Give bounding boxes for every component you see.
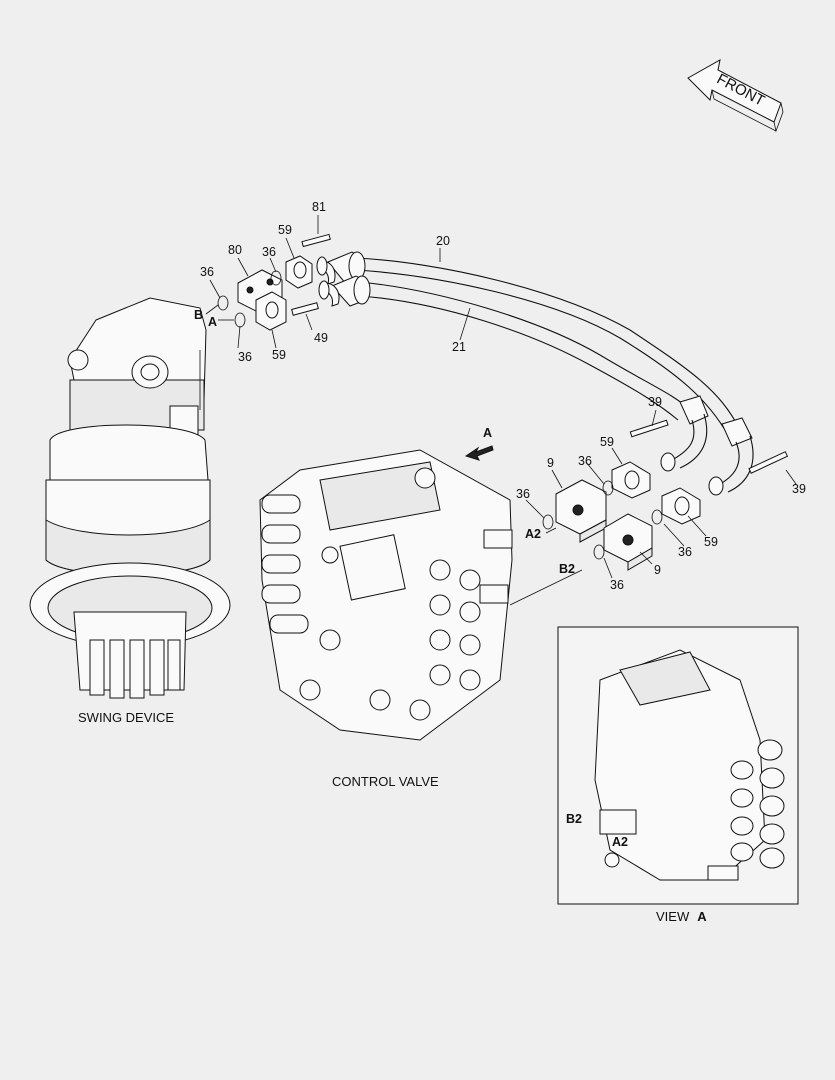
port-b-label: B <box>194 308 203 322</box>
callout-36-lower-top: 36 <box>578 454 592 468</box>
callout-59-upper: 59 <box>278 223 292 237</box>
leader-lines <box>205 215 797 606</box>
control-valve-spools <box>261 494 309 634</box>
port-b2-label: B2 <box>559 562 575 576</box>
callout-21: 21 <box>452 340 466 354</box>
hose-upper-fittings <box>316 251 371 307</box>
inset-a2-label: A2 <box>612 835 628 849</box>
port-a2-label: A2 <box>525 527 541 541</box>
flange-assembly-upper <box>217 233 331 331</box>
callout-49: 49 <box>314 331 328 345</box>
swing-gear-teeth <box>89 639 181 699</box>
control-valve <box>259 449 513 741</box>
view-a-caption: VIEW A <box>656 909 707 924</box>
port-labels: B A A2 B2 A <box>194 308 575 576</box>
callout-36-upper-low: 36 <box>238 350 252 364</box>
callout-59-lower-left: 59 <box>600 435 614 449</box>
view-arrow-label: A <box>483 426 492 440</box>
callout-36-upper-left: 36 <box>200 265 214 279</box>
view-a-caption-prefix: VIEW <box>656 909 690 924</box>
swing-device-caption: SWING DEVICE <box>78 710 174 725</box>
front-arrow-icon: FRONT <box>687 59 784 133</box>
view-a-arrow-icon <box>464 445 494 461</box>
hose-20 <box>354 257 741 436</box>
callout-20: 20 <box>436 234 450 248</box>
control-valve-caption: CONTROL VALVE <box>332 774 439 789</box>
callout-39-left: 39 <box>648 395 662 409</box>
callout-80: 80 <box>228 243 242 257</box>
view-a-inset: B2 A2 <box>557 626 799 905</box>
callout-9-lower: 9 <box>654 563 661 577</box>
callout-36-lower-left: 36 <box>516 487 530 501</box>
callout-36-lower-right: 36 <box>678 545 692 559</box>
callout-36-lower-bottom: 36 <box>610 578 624 592</box>
hose-lower-fittings <box>660 395 754 496</box>
callout-9-upper: 9 <box>547 456 554 470</box>
inset-spools <box>730 739 785 869</box>
callout-59-lower-right: 59 <box>704 535 718 549</box>
view-a-caption-letter: A <box>697 909 707 924</box>
control-valve-ports <box>299 467 481 721</box>
inset-b2-label: B2 <box>566 812 582 826</box>
callout-59-upper-low: 59 <box>272 348 286 362</box>
callout-81: 81 <box>312 200 326 214</box>
hose-21 <box>359 281 691 421</box>
part-callouts: 81 80 59 36 36 36 59 49 20 21 39 59 9 36… <box>200 200 806 592</box>
callout-39-right: 39 <box>792 482 806 496</box>
callout-36-upper-mid: 36 <box>262 245 276 259</box>
swing-device <box>29 297 231 699</box>
flange-assembly-lower <box>542 419 789 571</box>
port-a-label: A <box>208 315 217 329</box>
